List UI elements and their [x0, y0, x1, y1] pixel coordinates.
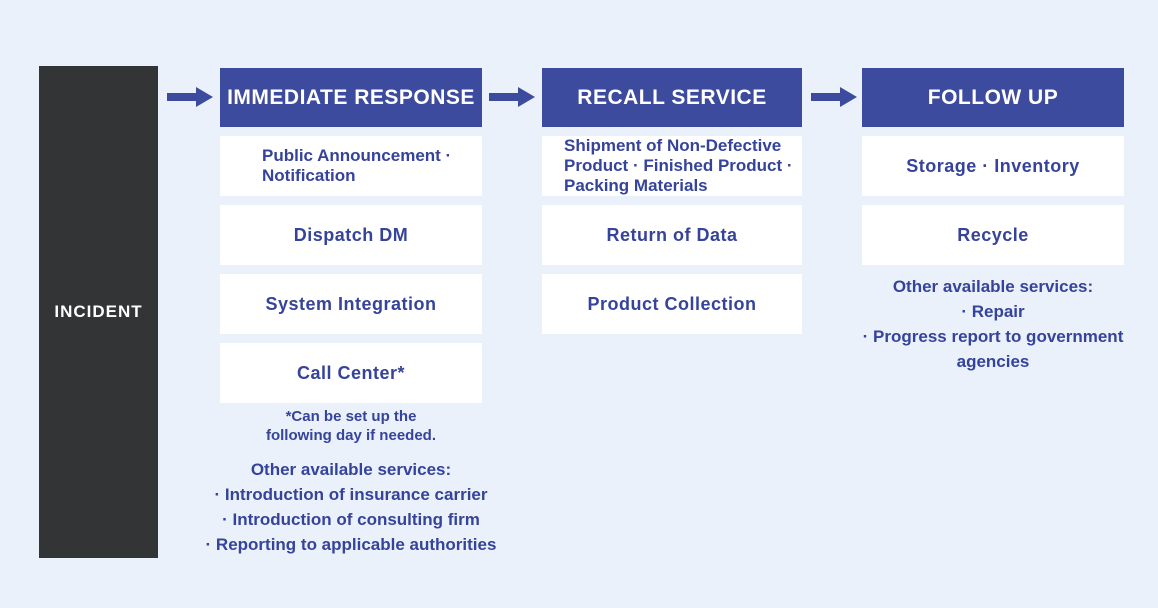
other-services-item: · Introduction of consulting firm [222, 510, 480, 529]
column-immediate-response: IMMEDIATE RESPONSE Public Announcement ·… [206, 68, 496, 557]
column-header-label: FOLLOW UP [927, 85, 1059, 109]
column-header-label: IMMEDIATE RESPONSE [227, 85, 475, 109]
other-services-item: · Progress report to government agencies [862, 327, 1124, 371]
step-box-shipment: Shipment of Non-Defective Product · Fini… [542, 136, 802, 196]
step-box-line: System Integration [265, 293, 437, 314]
footnote-line: *Can be set up the [285, 408, 417, 425]
step-box-product-collection: Product Collection [542, 274, 802, 334]
column-follow-up: FOLLOW UP Storage · Inventory Recycle Ot… [862, 68, 1124, 374]
arrow-right-icon [811, 87, 857, 107]
step-box-line: Return of Data [606, 224, 738, 245]
other-services-heading: Other available services: [892, 277, 1094, 296]
step-box-line: Shipment of Non-Defective [564, 136, 782, 155]
arrow-right-icon [167, 87, 213, 107]
column-header: IMMEDIATE RESPONSE [220, 68, 482, 127]
step-box-public-announcement: Public Announcement · Notification [220, 136, 482, 196]
footnote-line: following day if needed. [265, 427, 436, 444]
step-box-line: Recycle [957, 224, 1029, 245]
column-header-label: RECALL SERVICE [577, 85, 767, 109]
other-services-item: · Reporting to applicable authorities [205, 535, 497, 554]
arrow-right-icon [489, 87, 535, 107]
other-services-item: · Repair [961, 302, 1025, 321]
other-services-item: · Introduction of insurance carrier [214, 485, 488, 504]
incident-label: INCIDENT [54, 302, 143, 321]
step-box-line: Packing Materials [564, 176, 708, 195]
step-box-line: Dispatch DM [293, 224, 409, 245]
other-services: Other available services: · Introduction… [191, 457, 511, 557]
other-services-heading: Other available services: [250, 460, 452, 479]
step-box-line: Storage · Inventory [906, 155, 1080, 176]
step-box-call-center: Call Center* [220, 343, 482, 403]
step-box-line: Product · Finished Product · [564, 156, 793, 175]
column-recall-service: RECALL SERVICE Shipment of Non-Defective… [542, 68, 802, 343]
incident-box: INCIDENT [39, 66, 158, 558]
step-box-storage-inventory: Storage · Inventory [862, 136, 1124, 196]
step-box-line: Public Announcement · [262, 146, 452, 165]
column-header: FOLLOW UP [862, 68, 1124, 127]
step-box-recycle: Recycle [862, 205, 1124, 265]
step-box-system-integration: System Integration [220, 274, 482, 334]
step-box-dispatch-dm: Dispatch DM [220, 205, 482, 265]
step-box-line: Notification [262, 166, 356, 185]
step-box-return-of-data: Return of Data [542, 205, 802, 265]
step-box-line: Product Collection [587, 293, 757, 314]
step-box-line: Call Center* [296, 362, 406, 383]
call-center-footnote: *Can be set up the following day if need… [220, 407, 482, 445]
other-services: Other available services: · Repair · Pro… [843, 274, 1143, 374]
column-header: RECALL SERVICE [542, 68, 802, 127]
